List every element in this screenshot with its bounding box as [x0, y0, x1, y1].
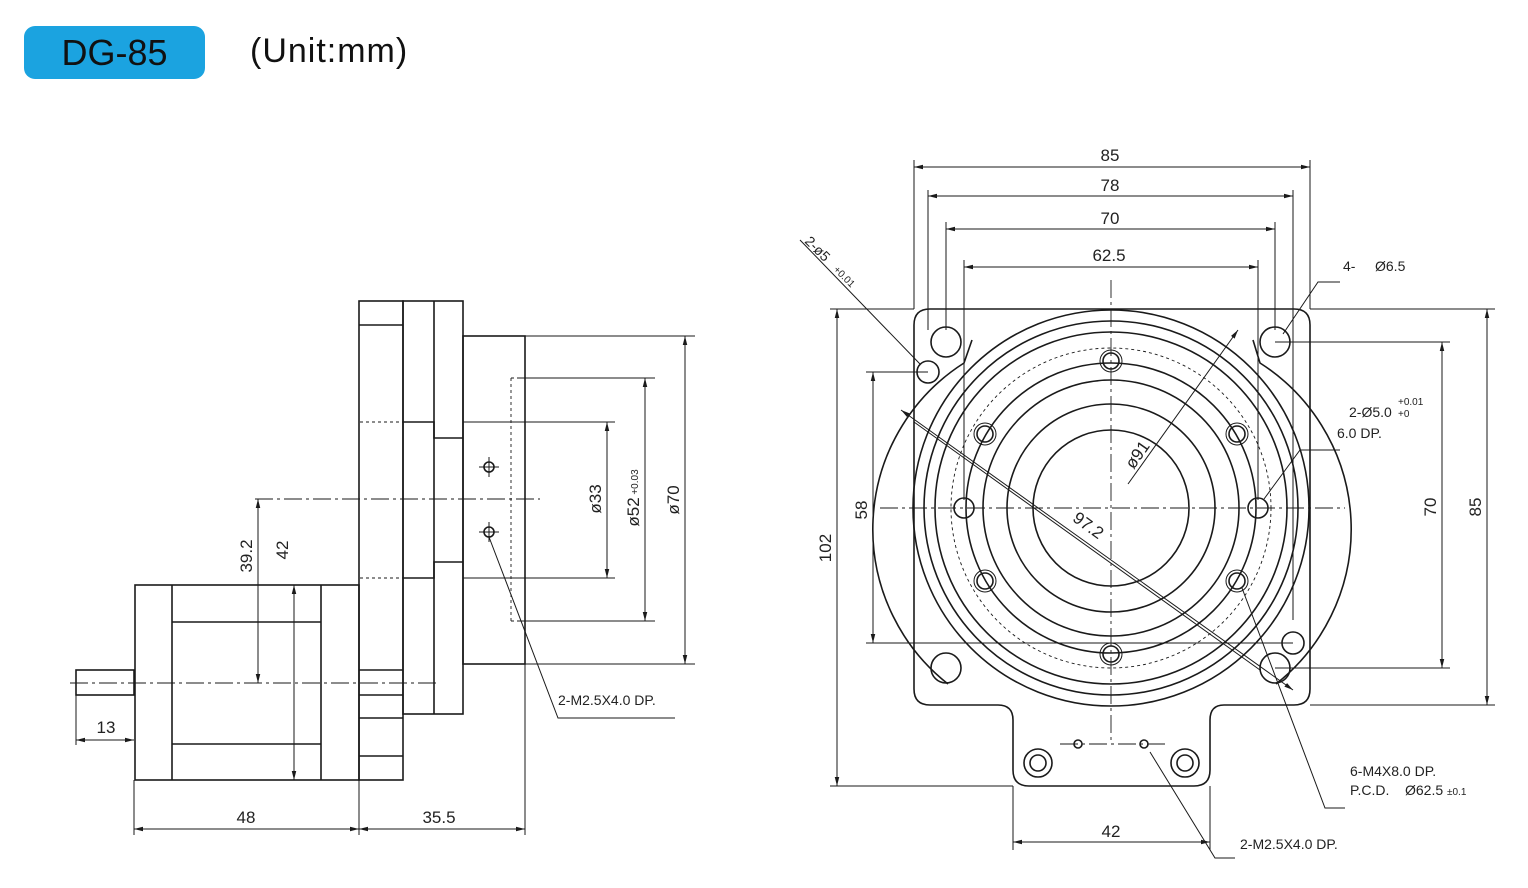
output-flange	[462, 335, 526, 665]
dim-58: 58	[852, 501, 871, 520]
dim-62-5: 62.5	[1092, 246, 1125, 265]
dim-102: 102	[816, 534, 835, 562]
note-m25-bottom: 2-M2.5X4.0 DP.	[1240, 836, 1338, 852]
motor-shaft	[75, 669, 135, 696]
dim-d33: ø33	[586, 484, 605, 513]
note-4holes-prefix: 4-	[1343, 258, 1356, 274]
side-view: ø70 ø52 +0.03 ø33 39.2 42 13 48 35.5 2-M…	[70, 300, 695, 835]
note-m4-line2-prefix: P.C.D.	[1350, 782, 1389, 798]
front-view: 85 78 70 62.5 102 58 70 85 42 ø91 97.2 2…	[799, 146, 1495, 859]
dim-85-top: 85	[1101, 146, 1120, 165]
dim-d52: ø52	[624, 497, 643, 526]
note-pin-left-tol: +0.01	[831, 264, 857, 290]
note-pin-right: 2-Ø5.0	[1349, 404, 1392, 420]
dim-70-top: 70	[1101, 209, 1120, 228]
dim-39-2: 39.2	[237, 539, 256, 572]
gear-housing	[358, 300, 404, 781]
note-m4-line2-value: Ø62.5	[1405, 782, 1443, 798]
note-m4-line2-tol: ±0.1	[1447, 787, 1467, 798]
motor-body	[134, 584, 360, 781]
dim-48: 48	[237, 808, 256, 827]
dim-85-right: 85	[1466, 498, 1485, 517]
note-pin-left: 2-ø5	[802, 233, 834, 265]
note-pin-right-tol-up: +0.01	[1398, 397, 1424, 408]
table-body	[402, 300, 464, 715]
dim-42-side: 42	[273, 541, 292, 560]
dim-78: 78	[1101, 176, 1120, 195]
note-4holes-value: Ø6.5	[1375, 258, 1406, 274]
note-pin-right-tol-down: +0	[1398, 409, 1410, 420]
unit-label: (Unit:mm)	[250, 32, 409, 70]
housing-outline	[913, 308, 1311, 787]
note-pin-right-depth: 6.0 DP.	[1337, 425, 1382, 441]
note-m4-line1: 6-M4X8.0 DP.	[1350, 763, 1436, 779]
dim-d91: ø91	[1121, 437, 1153, 472]
dim-70-right: 70	[1421, 498, 1440, 517]
dim-13: 13	[97, 718, 116, 737]
dim-35-5: 35.5	[422, 808, 455, 827]
note-m25-side: 2-M2.5X4.0 DP.	[558, 692, 656, 708]
model-badge: DG-85	[24, 26, 205, 79]
dim-d70: ø70	[664, 485, 683, 514]
dim-d52-tol: +0.03	[630, 469, 641, 495]
dim-42-bottom: 42	[1102, 822, 1121, 841]
